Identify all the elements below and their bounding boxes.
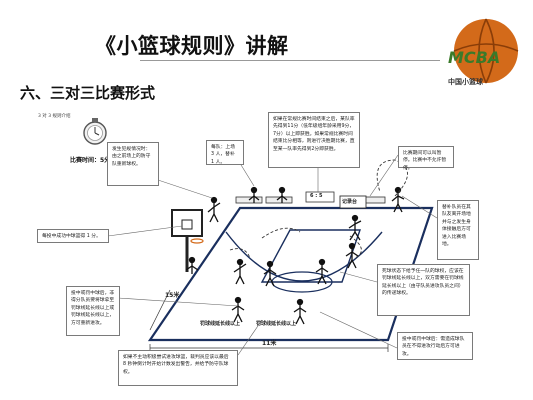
- free-throw-extension-label-right: 罚球线延长线以上: [256, 321, 297, 327]
- callout-scoring: 每投中成功中球篮得 1 分。: [37, 229, 109, 243]
- basketball-hoop-icon: [171, 209, 204, 272]
- player-figure: [348, 214, 362, 241]
- movement-paths: [229, 159, 408, 259]
- player-figure: [231, 296, 245, 323]
- basketball-logo-icon: MCBA: [448, 18, 519, 84]
- callout-dead-ball: 死球状态下给予任一队的球权，应该在罚球线延长线以上，双方需要在罚球线延长线以上（…: [377, 264, 470, 316]
- record-desk-box: [339, 195, 367, 209]
- player-figure: [276, 186, 288, 203]
- players: [185, 186, 405, 325]
- scoreboard-digits: 6 : 5: [310, 193, 323, 199]
- callout-backcourt: 投中或罚中球后：需造成球队员在不得进攻行动后方可进攻。: [397, 332, 473, 360]
- player-figure: [207, 196, 221, 223]
- callout-possession-after-score: 投中或罚中球后，非得分队员要将球拿至罚球线延长线以上或罚球线延长线以上，方可重新…: [66, 286, 120, 336]
- callout-team-size: 每队：上场 3 人，替补 1 人。: [206, 140, 244, 165]
- callout-overtime: 如果在常规比赛时间结束之后，某队率先得到11分（低年级组年龄采用9分，7分）以上…: [268, 112, 360, 168]
- court-length-label: 15米: [165, 292, 180, 299]
- callout-foul-rule: 发生犯规情况时：由之前场上的防守队重新球权。: [107, 142, 159, 186]
- court-outline: [147, 206, 434, 342]
- player-figure: [233, 258, 247, 285]
- callout-timeout: 比赛期间可以叫暂停。比赛中不允许暂停。: [398, 146, 454, 171]
- player-figure: [185, 256, 199, 274]
- stopwatch-icon: [83, 118, 107, 145]
- game-time-label: 比赛时间：5分钟: [70, 157, 117, 164]
- player-figure: [248, 186, 260, 203]
- callout-shot-clock: 如果不主动积极尝试进攻球篮，裁判员应该以最后 8 秒钟倒计时开始计数发出警告，并…: [118, 350, 238, 386]
- slide-caption: 3 对 3 规则介绍: [38, 114, 71, 119]
- player-figure: [315, 258, 329, 285]
- court-width-label: 11米: [262, 340, 277, 347]
- dimension-line-length: [149, 289, 171, 331]
- logo-subtitle: 中国小篮球: [448, 78, 483, 86]
- player-figure: [293, 298, 307, 325]
- page-title: 《小篮球规则》讲解: [95, 34, 289, 58]
- three-point-arc: [225, 231, 383, 282]
- free-throw-extension-label-left: 罚球线延长线以上: [200, 321, 241, 327]
- player-figure: [345, 242, 359, 269]
- title-underline: [140, 60, 440, 61]
- record-desk-label: 记录台: [342, 199, 358, 205]
- callout-substitution: 替补队员在其队友离开场地并与之发生身体接触后方可进入比赛场地。: [437, 200, 479, 260]
- player-figure: [263, 260, 277, 287]
- section-heading: 六、三对三比赛形式: [20, 84, 156, 102]
- leader-lines: [107, 154, 438, 356]
- logo-brand: MCBA: [448, 48, 500, 67]
